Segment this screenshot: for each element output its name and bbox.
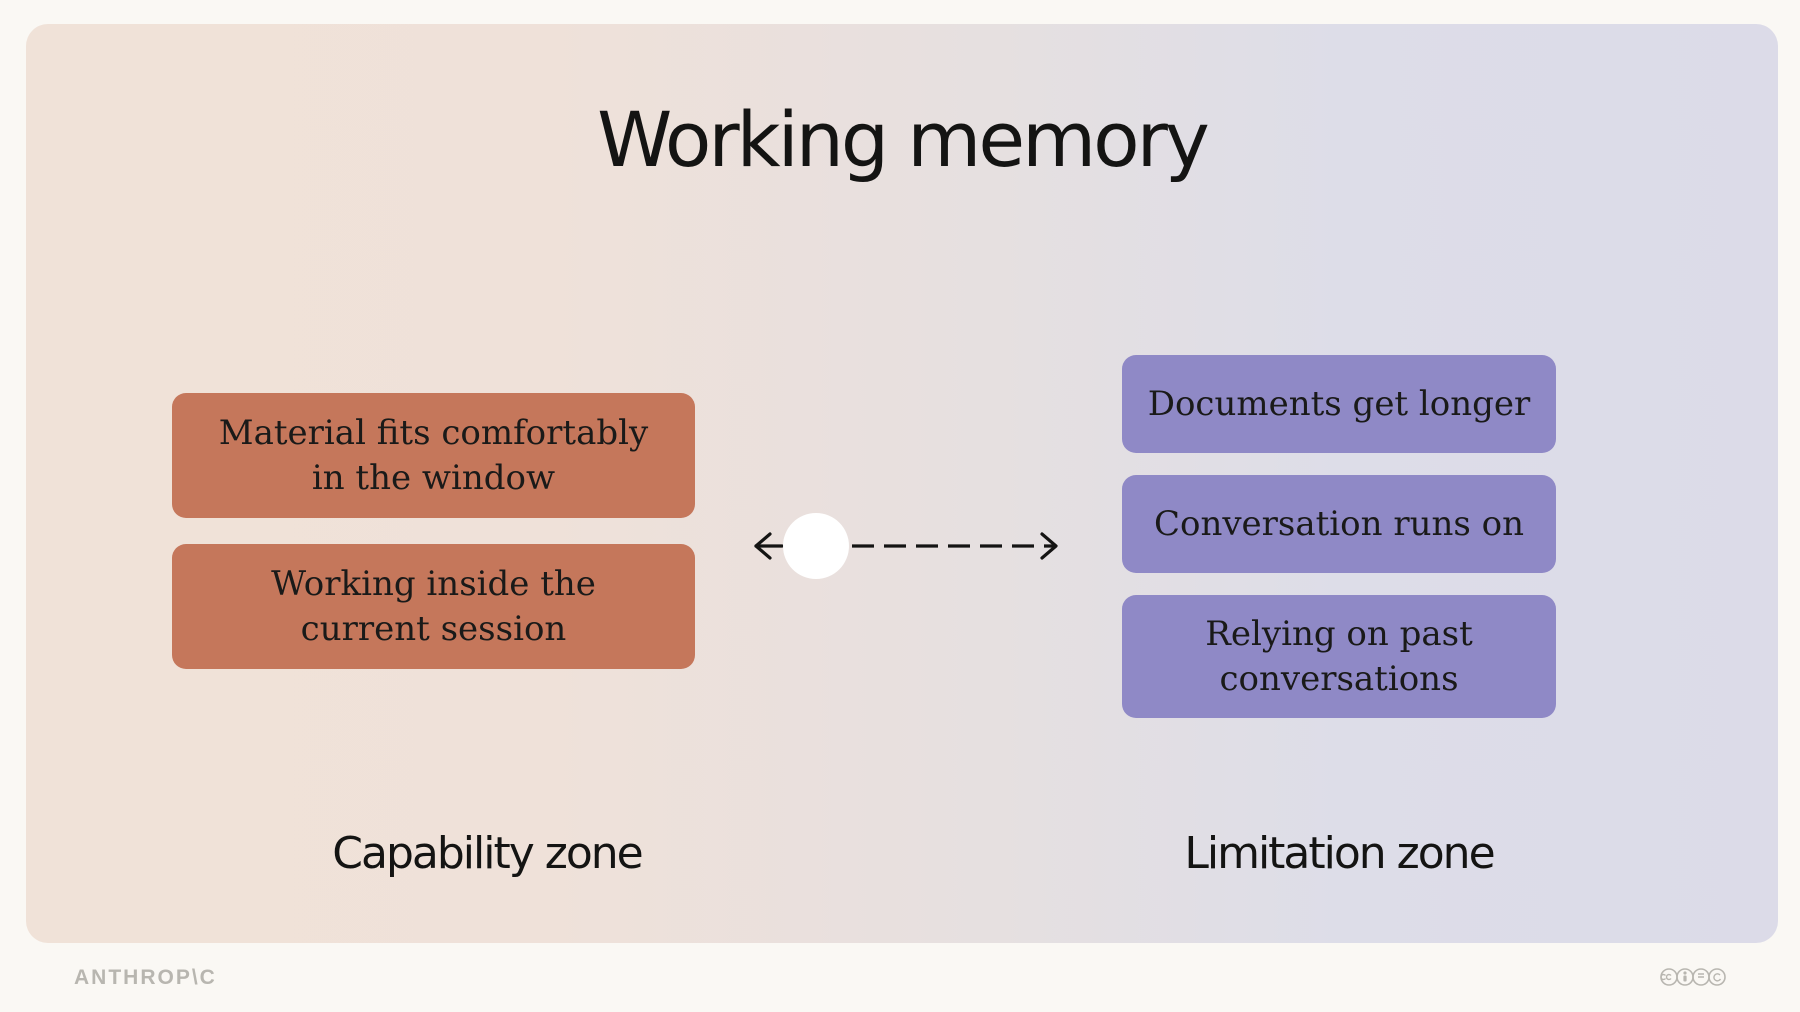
limitation-item-3: Relying on past conversations: [1122, 595, 1556, 718]
capability-item-1-text: Material fits comfortably in the window: [218, 413, 649, 498]
capability-item-2: Working inside the current session: [172, 544, 695, 669]
slide: Working memory Material fits comfortably…: [26, 24, 1778, 943]
limitation-item-1-text: Documents get longer: [1147, 383, 1531, 424]
left-arrow-icon: [754, 532, 784, 560]
slider-knob[interactable]: [783, 513, 849, 579]
capability-item-2-text: Working inside the current session: [271, 564, 596, 649]
limitation-zone-label: Limitation zone: [1184, 828, 1495, 879]
capability-item-1: Material fits comfortably in the window: [172, 393, 695, 518]
capability-limitation-slider[interactable]: [752, 506, 1072, 586]
cc-license-icon: [1660, 968, 1726, 986]
limitation-item-1: Documents get longer: [1122, 355, 1556, 453]
limitation-item-2: Conversation runs on: [1122, 475, 1556, 573]
limitation-item-2-text: Conversation runs on: [1153, 503, 1525, 544]
anthropic-logo: ANTHROP\C: [74, 966, 217, 989]
capability-zone-label: Capability zone: [332, 828, 643, 879]
right-arrow-icon: [1040, 532, 1058, 560]
limitation-item-3-text: Relying on past conversations: [1205, 614, 1473, 699]
slide-title: Working memory: [597, 95, 1210, 184]
